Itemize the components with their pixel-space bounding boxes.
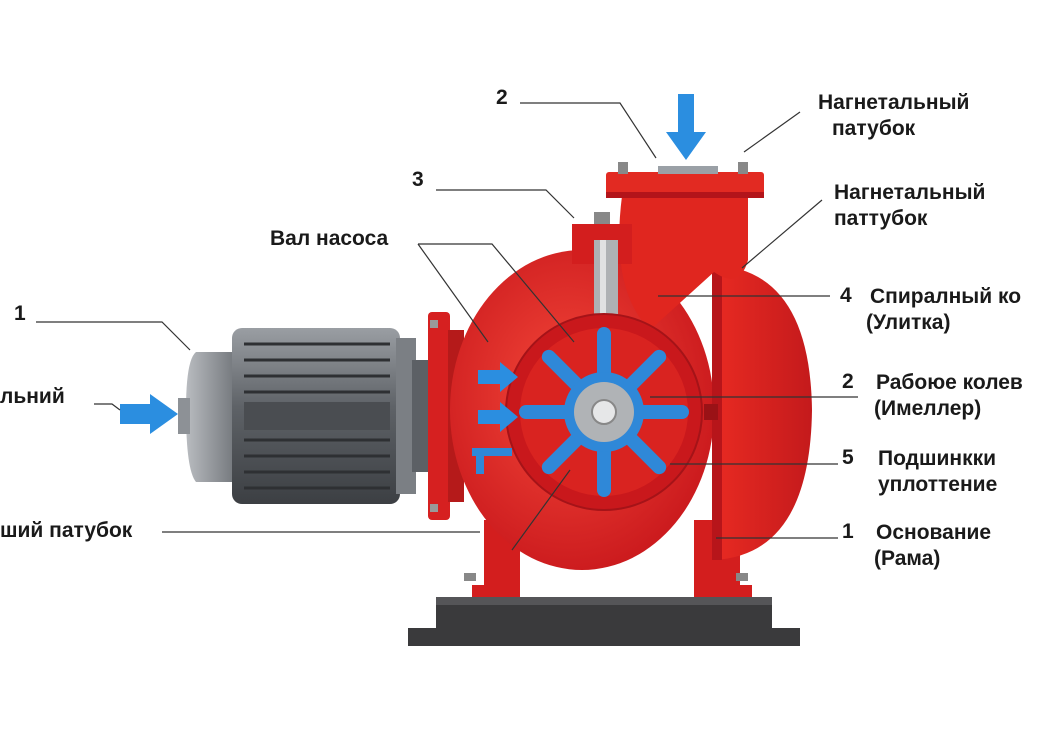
label-volute-line2: (Улитка) (866, 311, 951, 334)
label-number-4: 4 (840, 284, 852, 307)
label-number-2-top: 2 (496, 86, 508, 109)
impeller (505, 313, 718, 511)
label-number-5: 5 (842, 446, 854, 469)
label-impeller-line2: (Имеллер) (874, 397, 982, 420)
label-left-partial: льний (0, 385, 65, 408)
impeller-blade (541, 349, 587, 395)
label-number-1-right: 1 (842, 520, 854, 543)
label-discharge-nozzle-2-line2: паттубок (834, 207, 928, 230)
label-number-1-left: 1 (14, 302, 26, 325)
electric-motor (178, 328, 434, 504)
seal-element (472, 448, 512, 474)
label-discharge-nozzle-1-line1: Нагнетальный (818, 91, 970, 114)
impeller-blade (621, 429, 667, 475)
label-impeller-line1: Рабоюе колев (876, 371, 1023, 394)
leader-lines (36, 102, 858, 551)
label-bearings-line1: Подшинкки (878, 447, 997, 470)
label-discharge-nozzle-2-line1: Нагнетальный (834, 181, 986, 204)
label-suction-partial: ший патубок (0, 519, 133, 542)
label-pump-shaft: Вал насоса (270, 227, 389, 250)
impeller-blade (541, 429, 587, 475)
label-number-3: 3 (412, 168, 424, 191)
base-frame (408, 597, 800, 646)
label-base-line2: (Рама) (874, 547, 941, 570)
flow-arrow-icon (120, 94, 706, 434)
label-bearings-line2: уплоттение (878, 473, 998, 496)
label-number-2-right: 2 (842, 370, 854, 393)
impeller-blade (621, 349, 667, 395)
label-base-line1: Основание (876, 521, 992, 544)
label-volute-line1: Спиралный ко (870, 285, 1022, 308)
label-discharge-nozzle-1-line2: патубок (832, 117, 916, 140)
